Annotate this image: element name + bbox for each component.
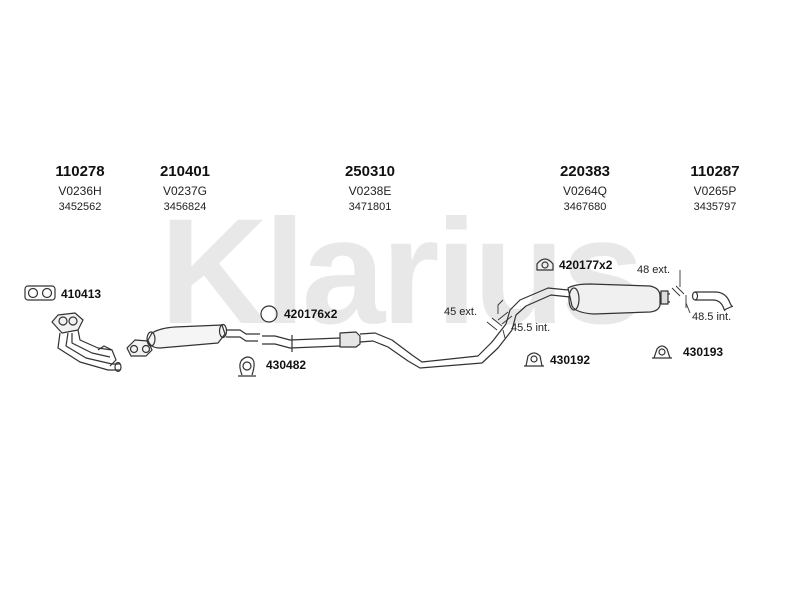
oem-number: 3452562 bbox=[58, 201, 102, 213]
vehicle-code: V0265P bbox=[693, 184, 737, 198]
dimension-int-45-5: 45.5 int. bbox=[511, 322, 551, 334]
hanger-right-label: 430193 bbox=[683, 345, 724, 359]
oem-number: 3456824 bbox=[163, 201, 207, 213]
clamp-ring-icon bbox=[260, 305, 278, 323]
middle-pipe bbox=[262, 323, 513, 369]
part-number: 220383 bbox=[559, 163, 611, 180]
gasket-label: 410413 bbox=[61, 287, 102, 301]
vehicle-code: V0264Q bbox=[562, 184, 608, 198]
part-number: 210401 bbox=[159, 163, 211, 180]
part-column-4: 220383 V0264Q 3467680 bbox=[530, 163, 640, 214]
dimension-ext-48: 48 ext. bbox=[637, 264, 671, 276]
dimension-markers bbox=[486, 270, 691, 339]
part-number: 110287 bbox=[690, 163, 740, 180]
part-column-5: 110287 V0265P 3435797 bbox=[660, 163, 770, 214]
oem-number: 3435797 bbox=[693, 201, 737, 213]
oem-number: 3467680 bbox=[563, 201, 607, 213]
dimension-ext-45: 45 ext. bbox=[444, 306, 478, 318]
hanger-icon-right bbox=[652, 345, 672, 359]
oem-number: 3471801 bbox=[348, 201, 392, 213]
hanger-icon-left bbox=[238, 356, 256, 377]
front-flange bbox=[126, 339, 153, 357]
part-column-3: 250310 V0238E 3471801 bbox=[315, 163, 425, 214]
hanger-mid-label: 430192 bbox=[550, 353, 591, 367]
part-column-1: 110278 V0236H 3452562 bbox=[25, 163, 135, 214]
vehicle-code: V0238E bbox=[348, 184, 392, 198]
part-number: 110278 bbox=[55, 163, 105, 180]
part-column-2: 210401 V0237G 3456824 bbox=[130, 163, 240, 214]
rubber-mount-icon bbox=[536, 258, 554, 271]
rubber-mount-label: 420177x2 bbox=[559, 258, 613, 272]
watermark-logo: Klarius bbox=[160, 215, 645, 335]
vehicle-code: V0236H bbox=[58, 184, 102, 198]
hanger-left-label: 430482 bbox=[266, 358, 307, 372]
vehicle-code: V0237G bbox=[162, 184, 208, 198]
hanger-icon-mid bbox=[524, 352, 544, 367]
front-downpipe bbox=[51, 312, 122, 373]
gasket-icon bbox=[24, 285, 56, 301]
part-number: 250310 bbox=[344, 163, 396, 180]
tail-pipe bbox=[691, 291, 734, 312]
clamp-ring-label: 420176x2 bbox=[284, 307, 338, 321]
watermark-text: Klarius bbox=[160, 215, 641, 335]
rear-silencer bbox=[505, 283, 671, 331]
dimension-int-48-5: 48.5 int. bbox=[692, 311, 732, 323]
front-silencer bbox=[146, 323, 260, 349]
